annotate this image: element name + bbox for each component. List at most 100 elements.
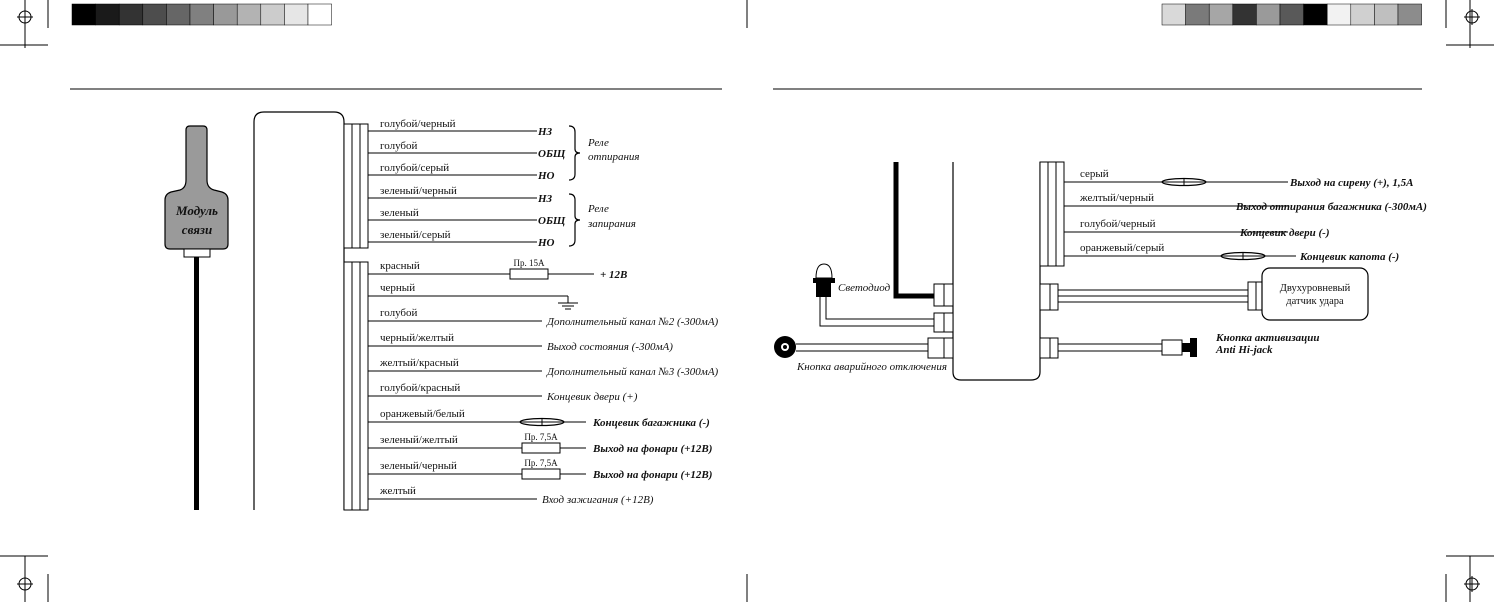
relay-contact-label: НЗ [537,193,553,205]
emergency-button-icon [774,336,928,358]
gray-swatch [213,3,238,26]
wire-color-label: голубой/красный [380,382,460,394]
wire-dest-label: Концевик двери (+) [546,391,638,403]
gray-swatch [1279,3,1304,26]
fuse-icon [509,268,549,280]
gray-swatch [1303,3,1328,26]
gray-swatch [166,3,191,26]
wire-row: зеленый/желтый Пр. 7,5А Выход на фонари (+… [368,432,712,455]
relay-label-line2: запирания [587,218,636,230]
relay-contact-label: НЗ [537,126,553,138]
wire-dest-label: Концевик капота (-) [1299,251,1399,263]
gray-swatch [1161,3,1186,26]
gray-swatch [118,3,144,26]
relay-contact-label: ОБЩ [538,215,566,227]
wire-dest-label: + 12В [600,269,627,281]
fuse-label: Пр. 7,5А [524,432,558,442]
relay-wires: голубой/черныйНЗголубойОБЩголубой/серыйН… [368,118,640,249]
wire-dest-label: Вход зажигания (+12В) [542,494,654,506]
wire-dest-label: Выход отпирания багажника (-300мА) [1235,201,1427,213]
gray-swatch [142,3,167,26]
wire-dest-label: Выход на фонари (+12В) [592,469,712,481]
gray-swatch [1232,3,1257,26]
wire-dest-label: Дополнительный канал №3 (-300мА) [546,366,719,378]
control-unit-right [952,162,1041,381]
relay-wire-label: зеленый/серый [380,229,451,241]
communication-module: Модуль связи [164,125,229,510]
relay-wire-label: голубой [380,140,418,152]
color-calibration-bar-right [1161,3,1422,26]
wire-color-label: оранжевый/серый [1080,242,1164,254]
gray-swatch [71,3,96,26]
gray-swatch [1326,3,1352,26]
wire-color-label: черный/желтый [380,332,454,344]
relay-contact-label: НО [537,170,555,182]
wire-color-label: серый [1080,168,1109,180]
wire-color-label: зеленый/желтый [380,434,458,446]
gray-swatch [260,3,285,26]
fuse-icon [521,442,561,454]
module-label-line2: связи [182,222,212,237]
shock-sensor-label-line2: датчик удара [1286,296,1344,307]
gray-swatch [307,3,332,26]
module-label-line1: Модуль [175,203,218,218]
wire-color-label: голубой [380,307,418,319]
shock-sensor [1058,267,1369,321]
relay-brace [568,125,581,181]
emergency-button-label: Кнопка аварийного отключения [796,361,947,373]
antihijack-button-icon [1058,338,1197,357]
wire-dest-label: Выход состояния (-300мА) [547,341,673,353]
gray-swatch [1256,3,1281,26]
connector-relay [343,123,369,249]
gray-swatch [1208,3,1234,26]
relay-label-line2: отпирания [588,151,640,163]
gray-swatch [1350,3,1375,26]
shock-sensor-label-line1: Двухуровневый [1280,283,1351,294]
gray-swatch [1185,3,1210,26]
relay-wire-label: зеленый/черный [380,185,457,197]
relay-wire-label: голубой/серый [380,162,449,174]
wire-color-label: желтый/черный [1079,192,1154,204]
relay-brace [568,193,581,247]
led-label: Светодиод [838,282,891,294]
module-cable [893,162,934,299]
led-icon [813,263,934,327]
gray-swatch [1374,3,1399,26]
wire-dest-label: Концевик двери (-) [1239,227,1329,239]
wire-color-label: желтый [379,485,416,497]
fuse-icon [521,468,561,480]
connector-main [343,261,369,511]
connector-right-top [1039,161,1065,267]
wire-color-label: зеленый/черный [380,460,457,472]
relay-wire-label: зеленый [380,207,419,219]
fuse-label: Пр. 15А [514,258,545,268]
wire-color-label: голубой/черный [1080,218,1156,230]
gray-swatch [1397,3,1422,26]
wire-color-label: желтый/красный [379,357,459,369]
control-unit-left [253,111,345,510]
gray-swatch [95,3,120,26]
relay-label-line1: Реле [587,137,609,149]
wire-color-label: черный [380,282,415,294]
gray-swatch [236,3,262,26]
relay-contact-label: НО [537,237,555,249]
wire-dest-label: Выход на сирену (+), 1,5А [1289,177,1413,189]
color-calibration-bar [71,3,332,26]
relay-label-line1: Реле [587,203,609,215]
wire-dest-label: Выход на фонари (+12В) [592,443,712,455]
wire-dest-label: Концевик багажника (-) [592,417,710,429]
